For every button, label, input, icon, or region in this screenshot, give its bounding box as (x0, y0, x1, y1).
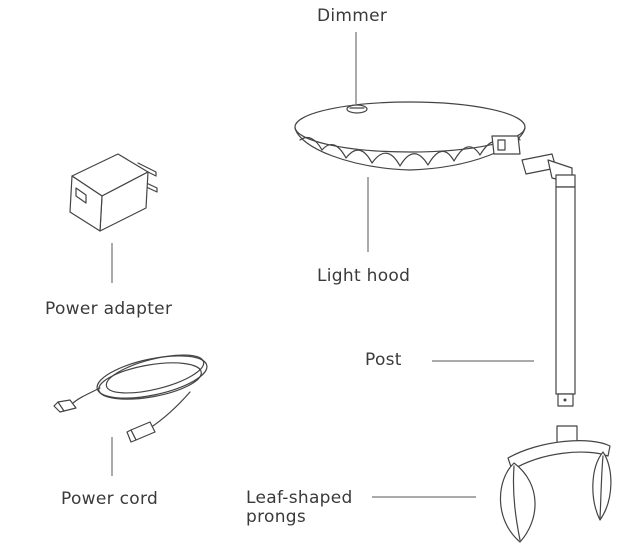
light-hood-illustration (294, 101, 526, 171)
leaf-prongs-illustration (499, 425, 612, 543)
post-illustration (521, 153, 576, 407)
light-hood-label: Light hood (317, 266, 411, 286)
post-label: Post (365, 350, 402, 370)
power-cord-illustration (53, 354, 208, 443)
power-adapter-label: Power adapter (45, 299, 173, 319)
leaf-prongs-label-line2: prongs (246, 507, 307, 527)
dimmer-label: Dimmer (317, 6, 388, 26)
power-adapter-illustration (69, 153, 158, 232)
leaf-prongs-label-line1: Leaf-shaped (246, 488, 353, 508)
power-cord-label: Power cord (61, 489, 159, 509)
